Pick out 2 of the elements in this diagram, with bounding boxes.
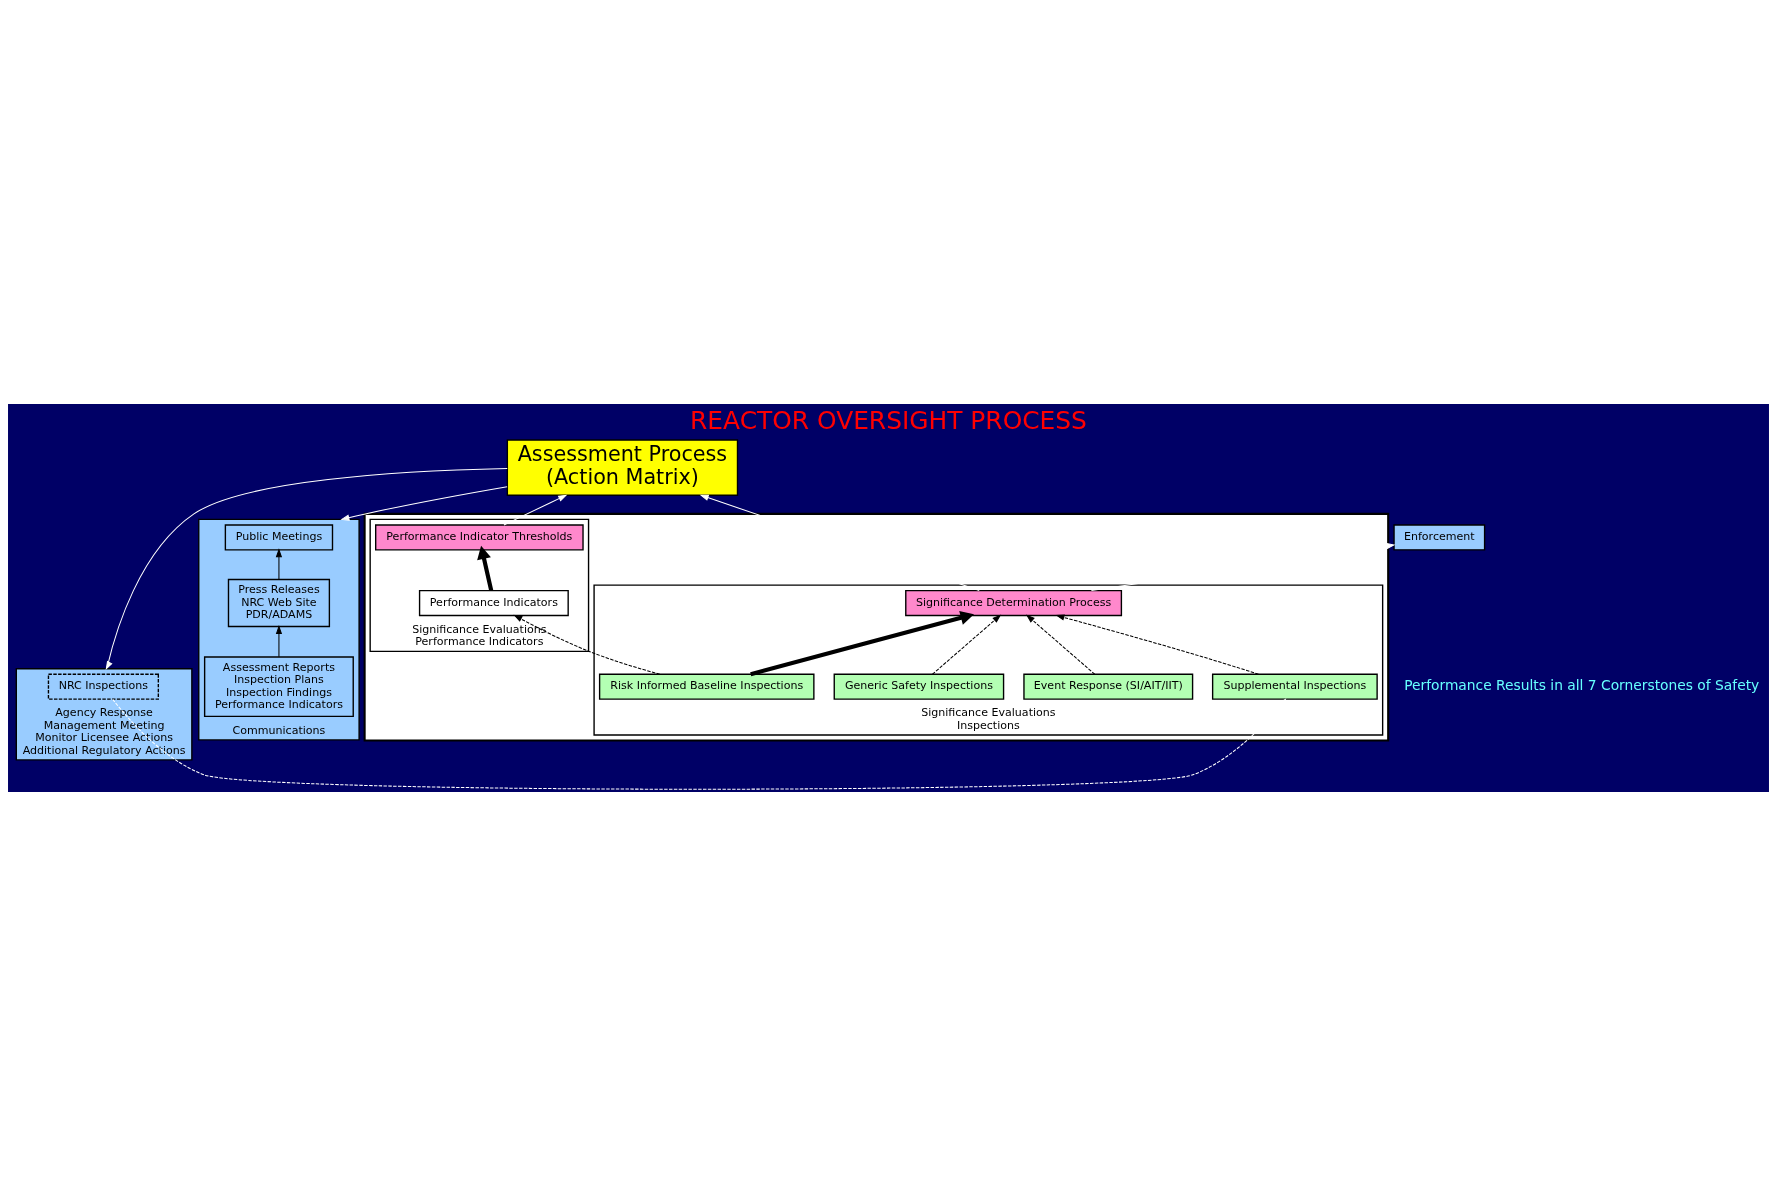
label: Performance Results in all 7 Cornerstones of Safety	[1404, 677, 1760, 694]
diagram-title: REACTOR OVERSIGHT PROCESS	[690, 406, 1087, 436]
